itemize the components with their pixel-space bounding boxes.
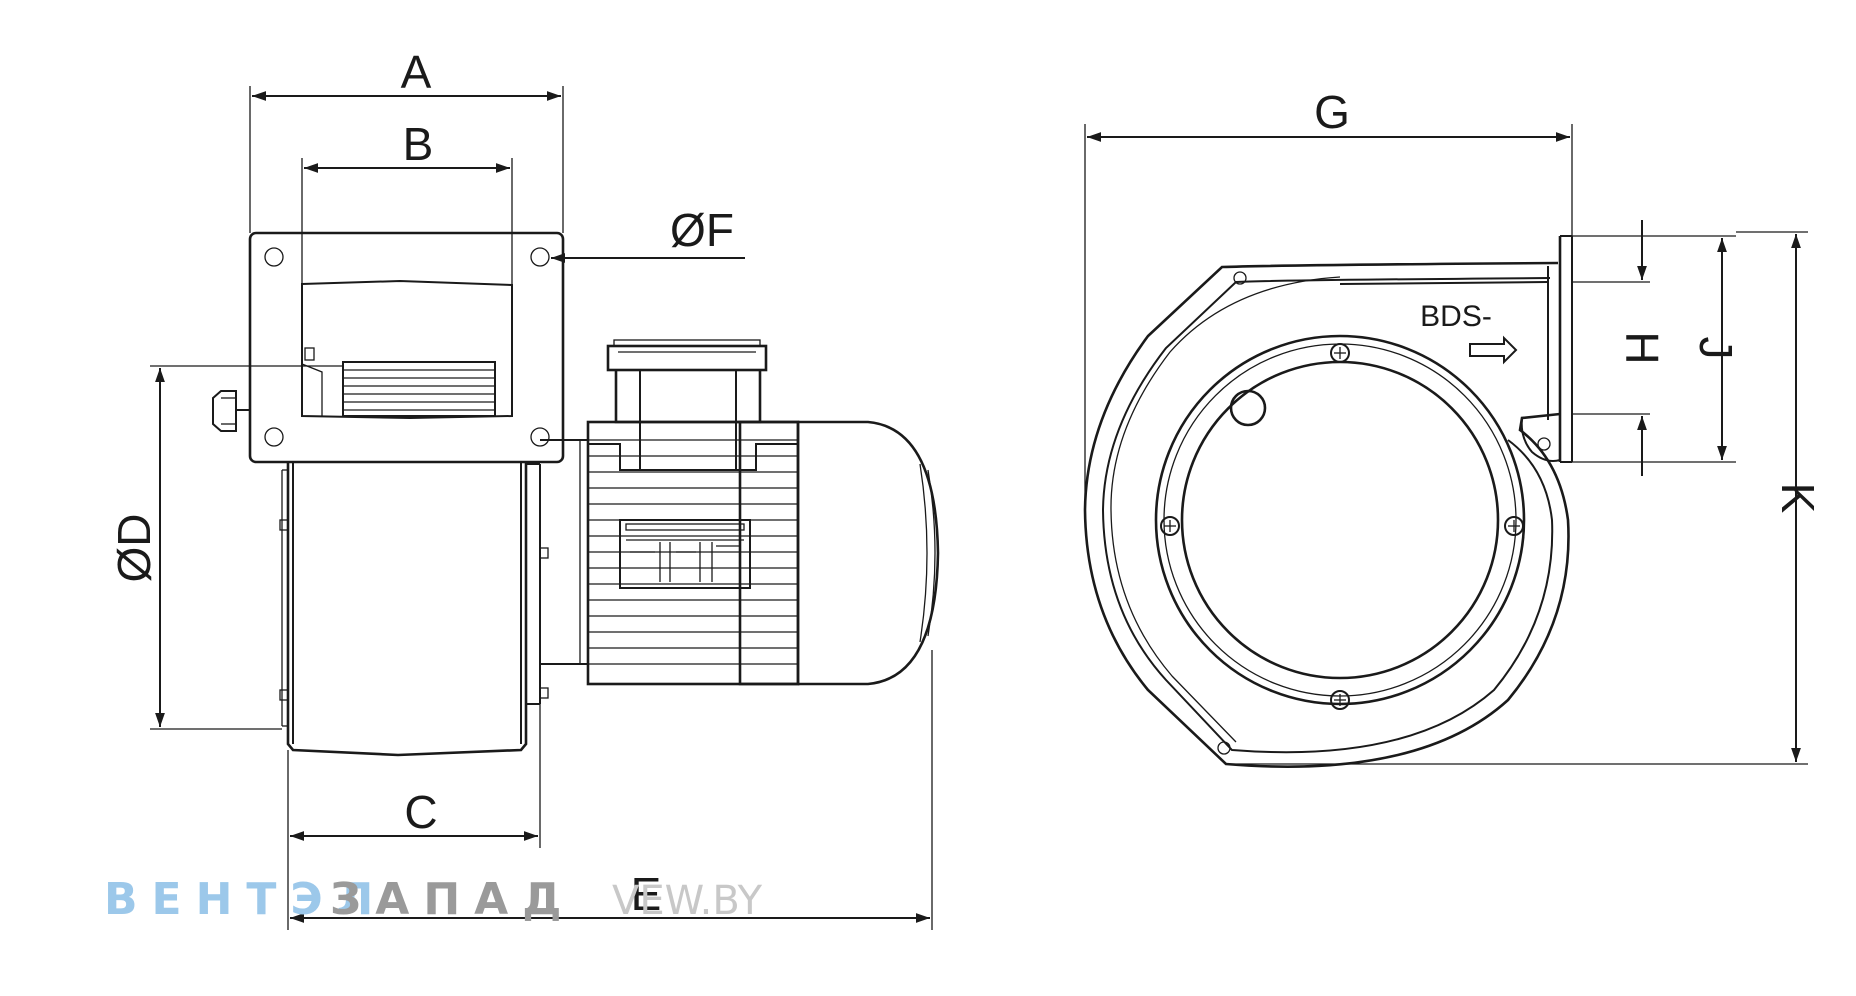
flow-arrow-icon	[1469, 335, 1518, 365]
dim-label-a: A	[401, 46, 432, 98]
scroll-housing	[1083, 261, 1570, 768]
dim-label-d: ØD	[108, 514, 160, 583]
dimension-h: H	[1572, 220, 1668, 476]
flange-hole-tl	[264, 247, 284, 267]
dimension-c: C	[287, 704, 541, 930]
dimension-d: ØD	[108, 365, 343, 730]
motor-end-cap	[798, 420, 940, 686]
flange-hole-bl	[264, 427, 284, 447]
dimension-j: J	[1572, 235, 1742, 463]
outlet-flange	[248, 231, 565, 464]
terminal-box	[588, 339, 798, 471]
inlet-opening	[1180, 360, 1500, 680]
dimension-b: B	[301, 118, 513, 285]
inlet-ring-outer	[1154, 334, 1526, 706]
dim-label-f: ØF	[670, 204, 734, 256]
outlet-opening	[301, 279, 513, 420]
dim-label-e: E	[631, 868, 662, 920]
mount-hole-outlet	[1537, 437, 1551, 451]
dimension-f: ØF	[551, 204, 745, 263]
dimension-g: G	[1084, 86, 1573, 510]
dimension-e: E	[290, 650, 933, 930]
outlet-neck	[1339, 235, 1573, 463]
watermark-site: VEW.BY	[612, 878, 763, 924]
mount-hole-bottom	[1217, 741, 1231, 755]
flange-hole-tr	[530, 247, 550, 267]
impeller-blades	[301, 347, 496, 417]
watermark-brand-part1: ВЕНТЭЛ	[104, 874, 387, 925]
dimension-k: K	[1230, 231, 1824, 765]
adjust-knob	[212, 390, 250, 432]
dim-label-c: C	[404, 786, 437, 838]
housing-side	[286, 462, 528, 757]
mount-hole-top	[1233, 271, 1247, 285]
model-label: BDS-	[1420, 300, 1492, 333]
watermark: ВЕНТЭЛ ЗАПАД VEW.BY	[104, 874, 763, 925]
motor	[579, 339, 940, 686]
flange-hole-br	[530, 427, 550, 447]
dim-label-g: G	[1314, 86, 1350, 138]
adjust-knob-front	[1229, 389, 1267, 427]
inlet-ring-mid	[1163, 343, 1517, 697]
dim-label-k: K	[1772, 483, 1824, 514]
dim-label-j: J	[1690, 337, 1742, 360]
inlet-screws	[1160, 343, 1524, 710]
front-view: BDS- G H J K	[1083, 86, 1824, 768]
dim-label-h: H	[1616, 331, 1668, 364]
dimension-a: A	[249, 46, 564, 233]
side-view: A B ØF ØD C	[108, 46, 940, 930]
rating-plate	[619, 519, 751, 589]
dim-label-b: B	[403, 118, 434, 170]
watermark-brand-part2: ЗАПАД	[330, 874, 575, 925]
